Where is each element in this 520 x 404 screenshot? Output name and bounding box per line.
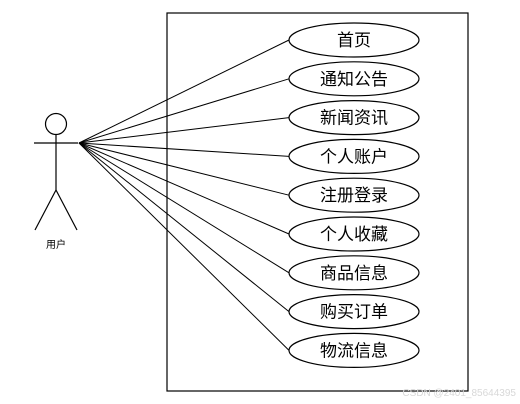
- use-case: 首页: [288, 22, 420, 58]
- use-case-label: 物流信息: [320, 341, 388, 361]
- use-case-ellipse: [288, 332, 420, 368]
- association-line: [78, 142, 290, 196]
- stick-figure-icon: [34, 112, 78, 231]
- association-line: [78, 142, 290, 157]
- use-case-ellipse: [288, 22, 420, 58]
- use-case: 个人账户: [288, 138, 420, 174]
- use-case-label: 注册登录: [320, 186, 388, 206]
- use-case-ellipse: [288, 294, 420, 330]
- use-case-ellipse: [288, 216, 420, 252]
- use-case: 商品信息: [288, 255, 420, 291]
- use-case-label: 首页: [337, 31, 371, 51]
- use-case-ellipse: [288, 255, 420, 291]
- association-line: [78, 142, 290, 235]
- association-line: [78, 142, 290, 312]
- use-case-ellipse: [288, 177, 420, 213]
- use-case-label: 个人收藏: [320, 225, 388, 245]
- association-line: [78, 142, 290, 351]
- use-case: 通知公告: [288, 61, 420, 97]
- use-case-label: 新闻资讯: [320, 109, 388, 129]
- use-case-label: 购买订单: [320, 303, 388, 323]
- watermark: CSDN @2401_85644395: [402, 388, 516, 399]
- use-case-label: 个人账户: [320, 147, 388, 167]
- use-case-ellipse: [288, 99, 420, 136]
- use-case-label: 通知公告: [320, 70, 388, 90]
- associations: [78, 39, 290, 351]
- use-case-ellipse: [288, 61, 420, 97]
- use-case: 购买订单: [288, 294, 420, 330]
- actor-label: 用户: [46, 238, 66, 251]
- association-line: [78, 117, 290, 144]
- actor-user: 用户: [34, 112, 78, 251]
- association-line: [78, 78, 290, 144]
- use-case: 个人收藏: [288, 216, 420, 252]
- use-case-ellipse: [288, 138, 420, 174]
- association-line: [78, 142, 290, 274]
- use-case: 新闻资讯: [288, 99, 420, 136]
- use-case-label: 商品信息: [320, 264, 388, 284]
- association-line: [78, 39, 290, 144]
- use-case: 注册登录: [288, 177, 420, 213]
- use-case: 物流信息: [288, 332, 420, 368]
- system-boundary: [166, 12, 469, 392]
